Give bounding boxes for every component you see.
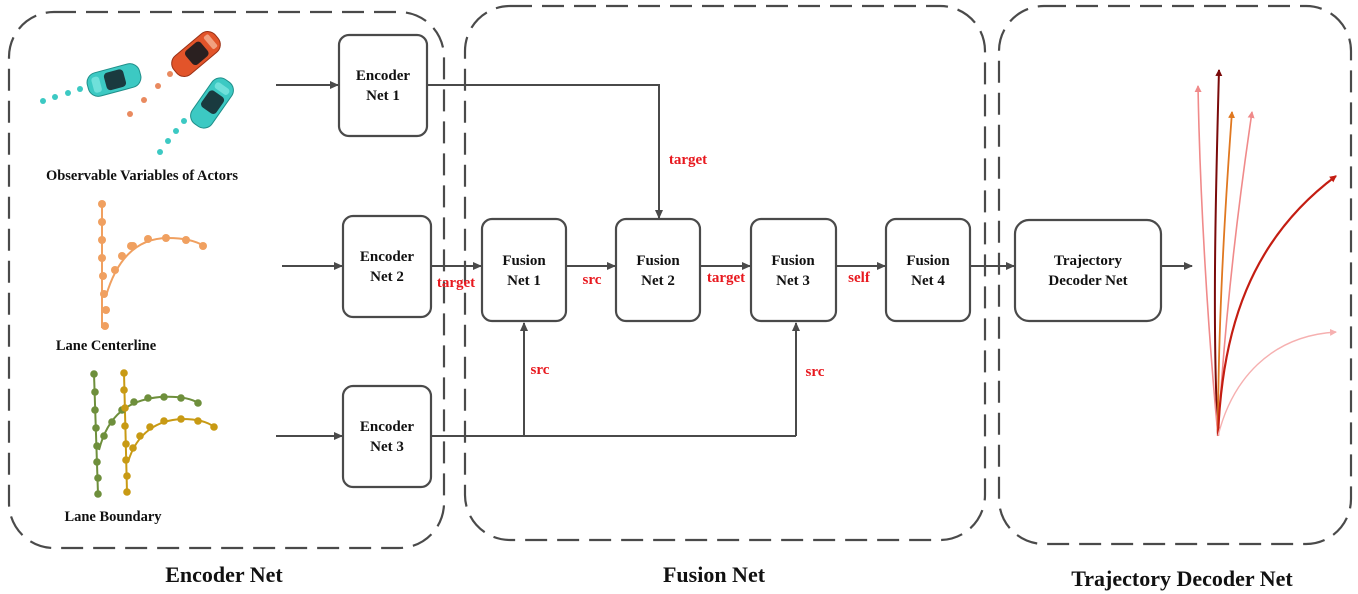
box-label: Fusion [771,253,815,269]
car-icon [86,63,142,97]
fusion-net-2-box: Fusion Net 2 [614,217,702,323]
box-label: Decoder Net [1048,273,1127,289]
lane-boundary-illustration [93,372,215,495]
box-label: Trajectory [1054,253,1123,269]
fusion-section-title: Fusion Net [663,562,766,587]
box-label: Encoder [356,68,411,84]
actors-illustration [40,31,234,155]
car-icon [190,77,234,129]
box-label: Net 3 [776,273,810,289]
box-label: Net 1 [507,273,541,289]
decoder-section-title: Trajectory Decoder Net [1071,566,1293,591]
edge-label-src: src [531,362,550,378]
encoder-section-title: Encoder Net [165,562,283,587]
edge-label-src: src [806,364,825,380]
output-trajectories [1194,69,1337,437]
decoder-section-frame [997,4,1353,546]
fusion-net-1-box: Fusion Net 1 [480,217,568,323]
fusion-net-4-box: Fusion Net 4 [884,217,972,323]
box-label: Fusion [906,253,950,269]
lane-centerline-illustration [101,204,205,328]
actors-caption: Observable Variables of Actors [46,168,238,184]
edge-label-self: self [848,270,871,286]
encoder-net-2-box: Encoder Net 2 [341,214,433,319]
fusion-net-3-box: Fusion Net 3 [749,217,838,323]
edge-label-target: target [437,275,475,291]
encoder-section-frame [7,10,446,550]
box-label: Encoder [360,249,415,265]
edge-label-target: target [669,152,707,168]
box-label: Net 4 [911,273,945,289]
fusion-section-frame [463,4,987,542]
box-label: Fusion [636,253,680,269]
edge-label-src: src [583,272,602,288]
car-icon [171,31,221,77]
box-label: Encoder [360,419,415,435]
centerline-caption: Lane Centerline [56,338,157,354]
box-label: Net 2 [370,269,404,285]
box-label: Net 2 [641,273,675,289]
box-label: Fusion [502,253,546,269]
trajectory-decoder-net-box: Trajectory Decoder Net [1013,218,1163,323]
connectors [276,81,1193,440]
edge-label-target: target [707,270,745,286]
box-label: Net 1 [366,88,400,104]
boundary-caption: Lane Boundary [64,509,162,525]
encoder-net-3-box: Encoder Net 3 [341,384,433,489]
box-label: Net 3 [370,439,404,455]
encoder-net-1-box: Encoder Net 1 [337,33,429,138]
